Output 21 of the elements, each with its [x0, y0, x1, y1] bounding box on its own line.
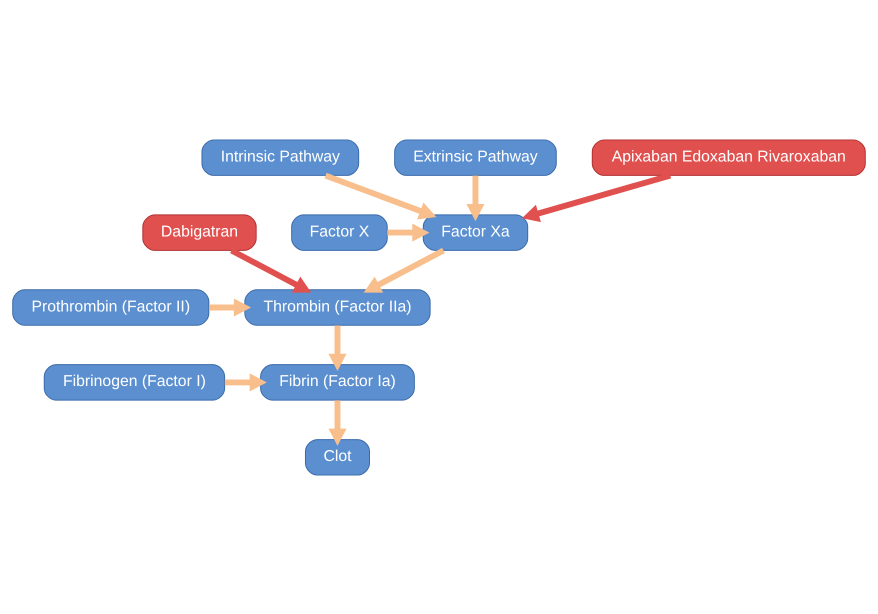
node-box: Thrombin (Factor IIa): [244, 288, 431, 326]
arrow: [224, 372, 267, 391]
node-box: Fibrin (Factor Ia): [260, 364, 415, 400]
node-box: Fibrinogen (Factor I): [44, 364, 226, 400]
node-box: Prothrombin (Factor II): [12, 288, 210, 326]
node-box: Dabigatran: [142, 214, 257, 250]
arrow: [466, 175, 484, 221]
node-box: Apixaban Edoxaban Rivaroxaban: [592, 138, 866, 176]
node-box: Extrinsic Pathway: [394, 138, 557, 176]
node-box: Factor X: [291, 214, 388, 250]
arrow: [364, 247, 445, 292]
arrow: [209, 298, 252, 316]
arrow: [387, 223, 430, 242]
arrow: [328, 400, 347, 446]
node-box: Factor Xa: [422, 214, 528, 250]
arrow: [328, 324, 347, 370]
node-box: Clot: [304, 438, 370, 476]
arrow: [324, 172, 436, 219]
node-box: Intrinsic Pathway: [201, 138, 360, 176]
arrow: [230, 247, 312, 292]
arrow: [522, 172, 672, 222]
